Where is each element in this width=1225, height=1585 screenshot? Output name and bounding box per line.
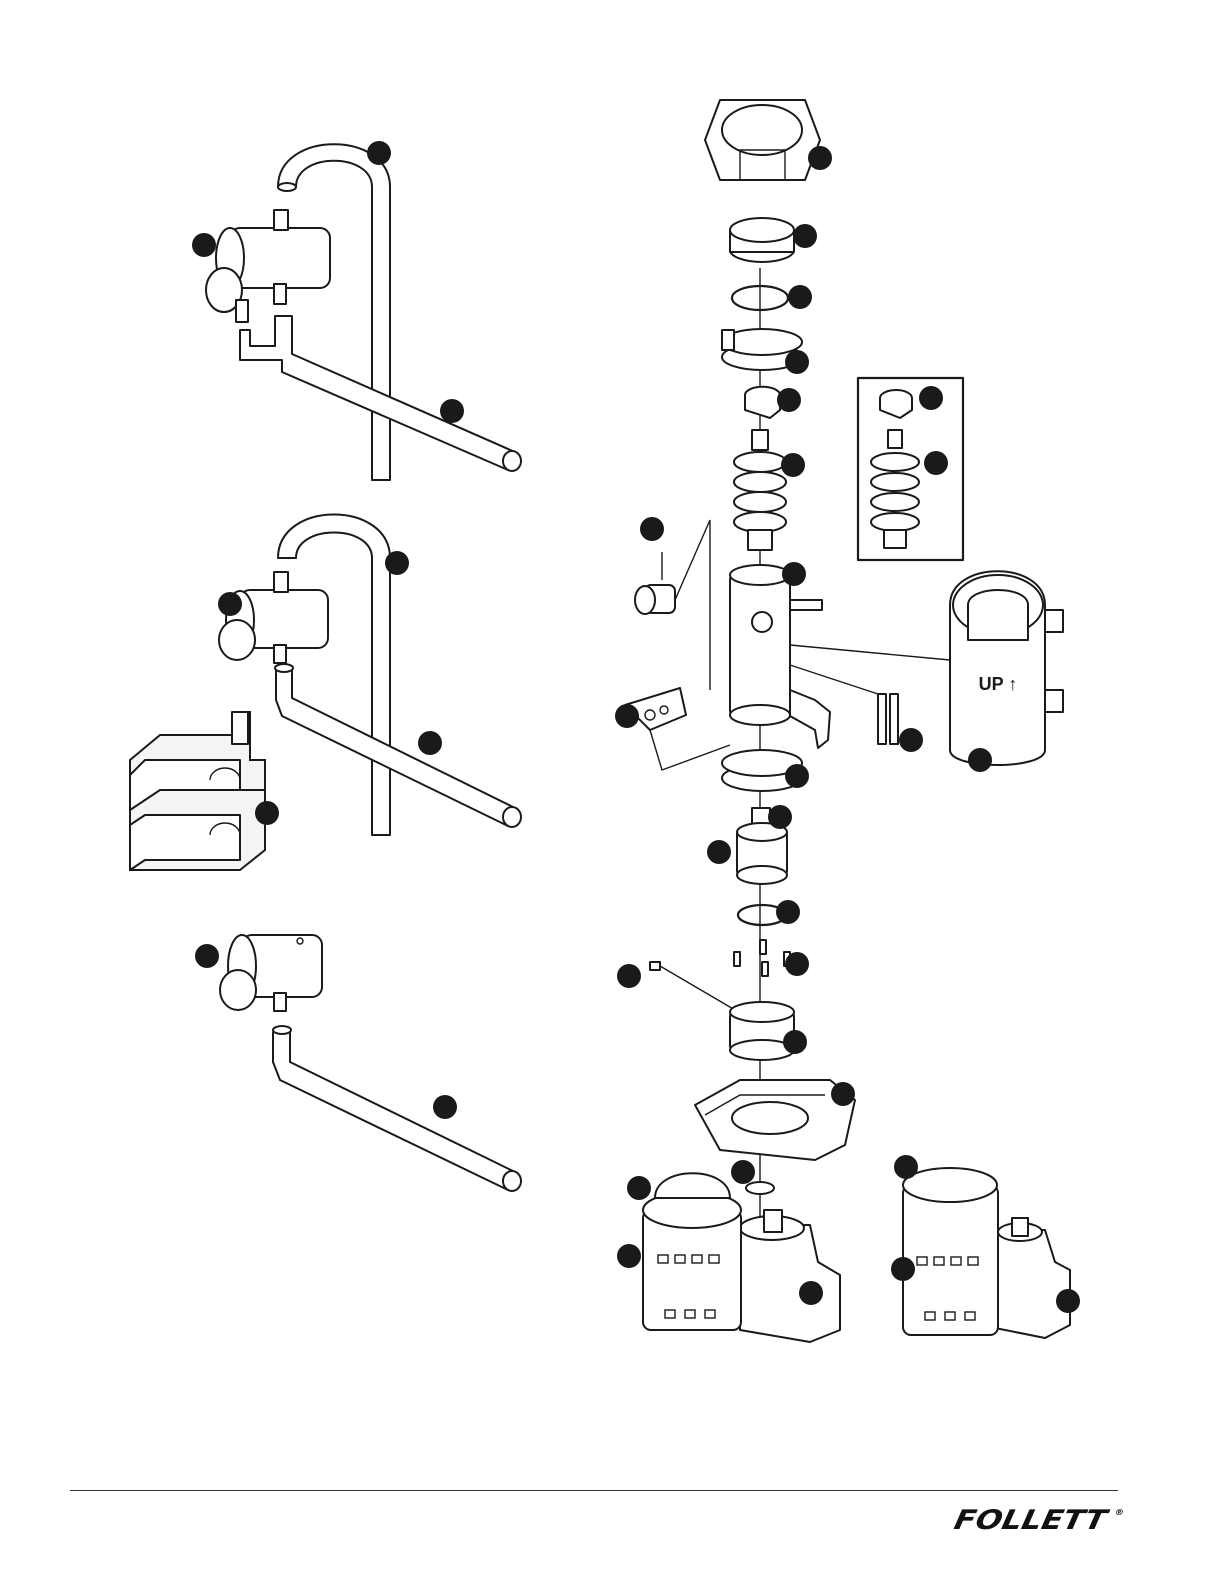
vent-tube-1 (278, 144, 390, 480)
up-marking: UP ↑ (979, 674, 1018, 694)
drain-assembly-3 (220, 935, 521, 1191)
callout-marker (640, 517, 664, 541)
callout-marker (777, 388, 801, 412)
vent-tube-2 (278, 515, 390, 836)
registered-mark: ® (1114, 1508, 1125, 1517)
callout-marker (919, 386, 943, 410)
callout-marker (785, 764, 809, 788)
callout-marker (783, 1030, 807, 1054)
follett-logo: FOLLETT ® (951, 1505, 1125, 1536)
callout-marker (1056, 1289, 1080, 1313)
callout-marker (788, 285, 812, 309)
drain-assembly-1 (206, 144, 521, 480)
callout-marker (785, 952, 809, 976)
evaporator-tube (730, 565, 898, 748)
callout-marker (707, 840, 731, 864)
drain-tube-3 (273, 1032, 515, 1190)
callout-marker (627, 1176, 651, 1200)
callout-marker (255, 801, 279, 825)
callout-marker (218, 592, 242, 616)
callout-marker (615, 704, 639, 728)
callout-marker (891, 1257, 915, 1281)
callout-marker (433, 1095, 457, 1119)
callout-marker (968, 748, 992, 772)
callout-marker (782, 562, 806, 586)
callout-marker (894, 1155, 918, 1179)
callout-marker (924, 451, 948, 475)
callout-marker (440, 399, 464, 423)
callout-marker (195, 944, 219, 968)
insulation-halves (130, 712, 265, 870)
callout-marker (808, 146, 832, 170)
callout-marker (799, 1281, 823, 1305)
callout-marker (192, 233, 216, 257)
callout-marker (831, 1082, 855, 1106)
callout-marker (776, 900, 800, 924)
auger (734, 430, 786, 550)
callout-marker (617, 964, 641, 988)
evaporator-insulation-shell: UP ↑ (790, 571, 1063, 765)
callout-marker (385, 551, 409, 575)
footer-rule (70, 1490, 1118, 1491)
callout-marker (731, 1160, 755, 1184)
callout-marker (793, 224, 817, 248)
drain-tube-2 (276, 670, 515, 826)
gearmotor-2 (903, 1168, 1070, 1338)
alternate-auger-inset (858, 378, 963, 560)
logo-text: FOLLETT (951, 1505, 1109, 1536)
callout-marker (617, 1244, 641, 1268)
callout-marker (781, 453, 805, 477)
gearmotor-1 (643, 1173, 840, 1342)
callout-marker (367, 141, 391, 165)
callout-marker (785, 350, 809, 374)
callout-marker (418, 731, 442, 755)
callout-marker (899, 728, 923, 752)
callout-marker (768, 805, 792, 829)
